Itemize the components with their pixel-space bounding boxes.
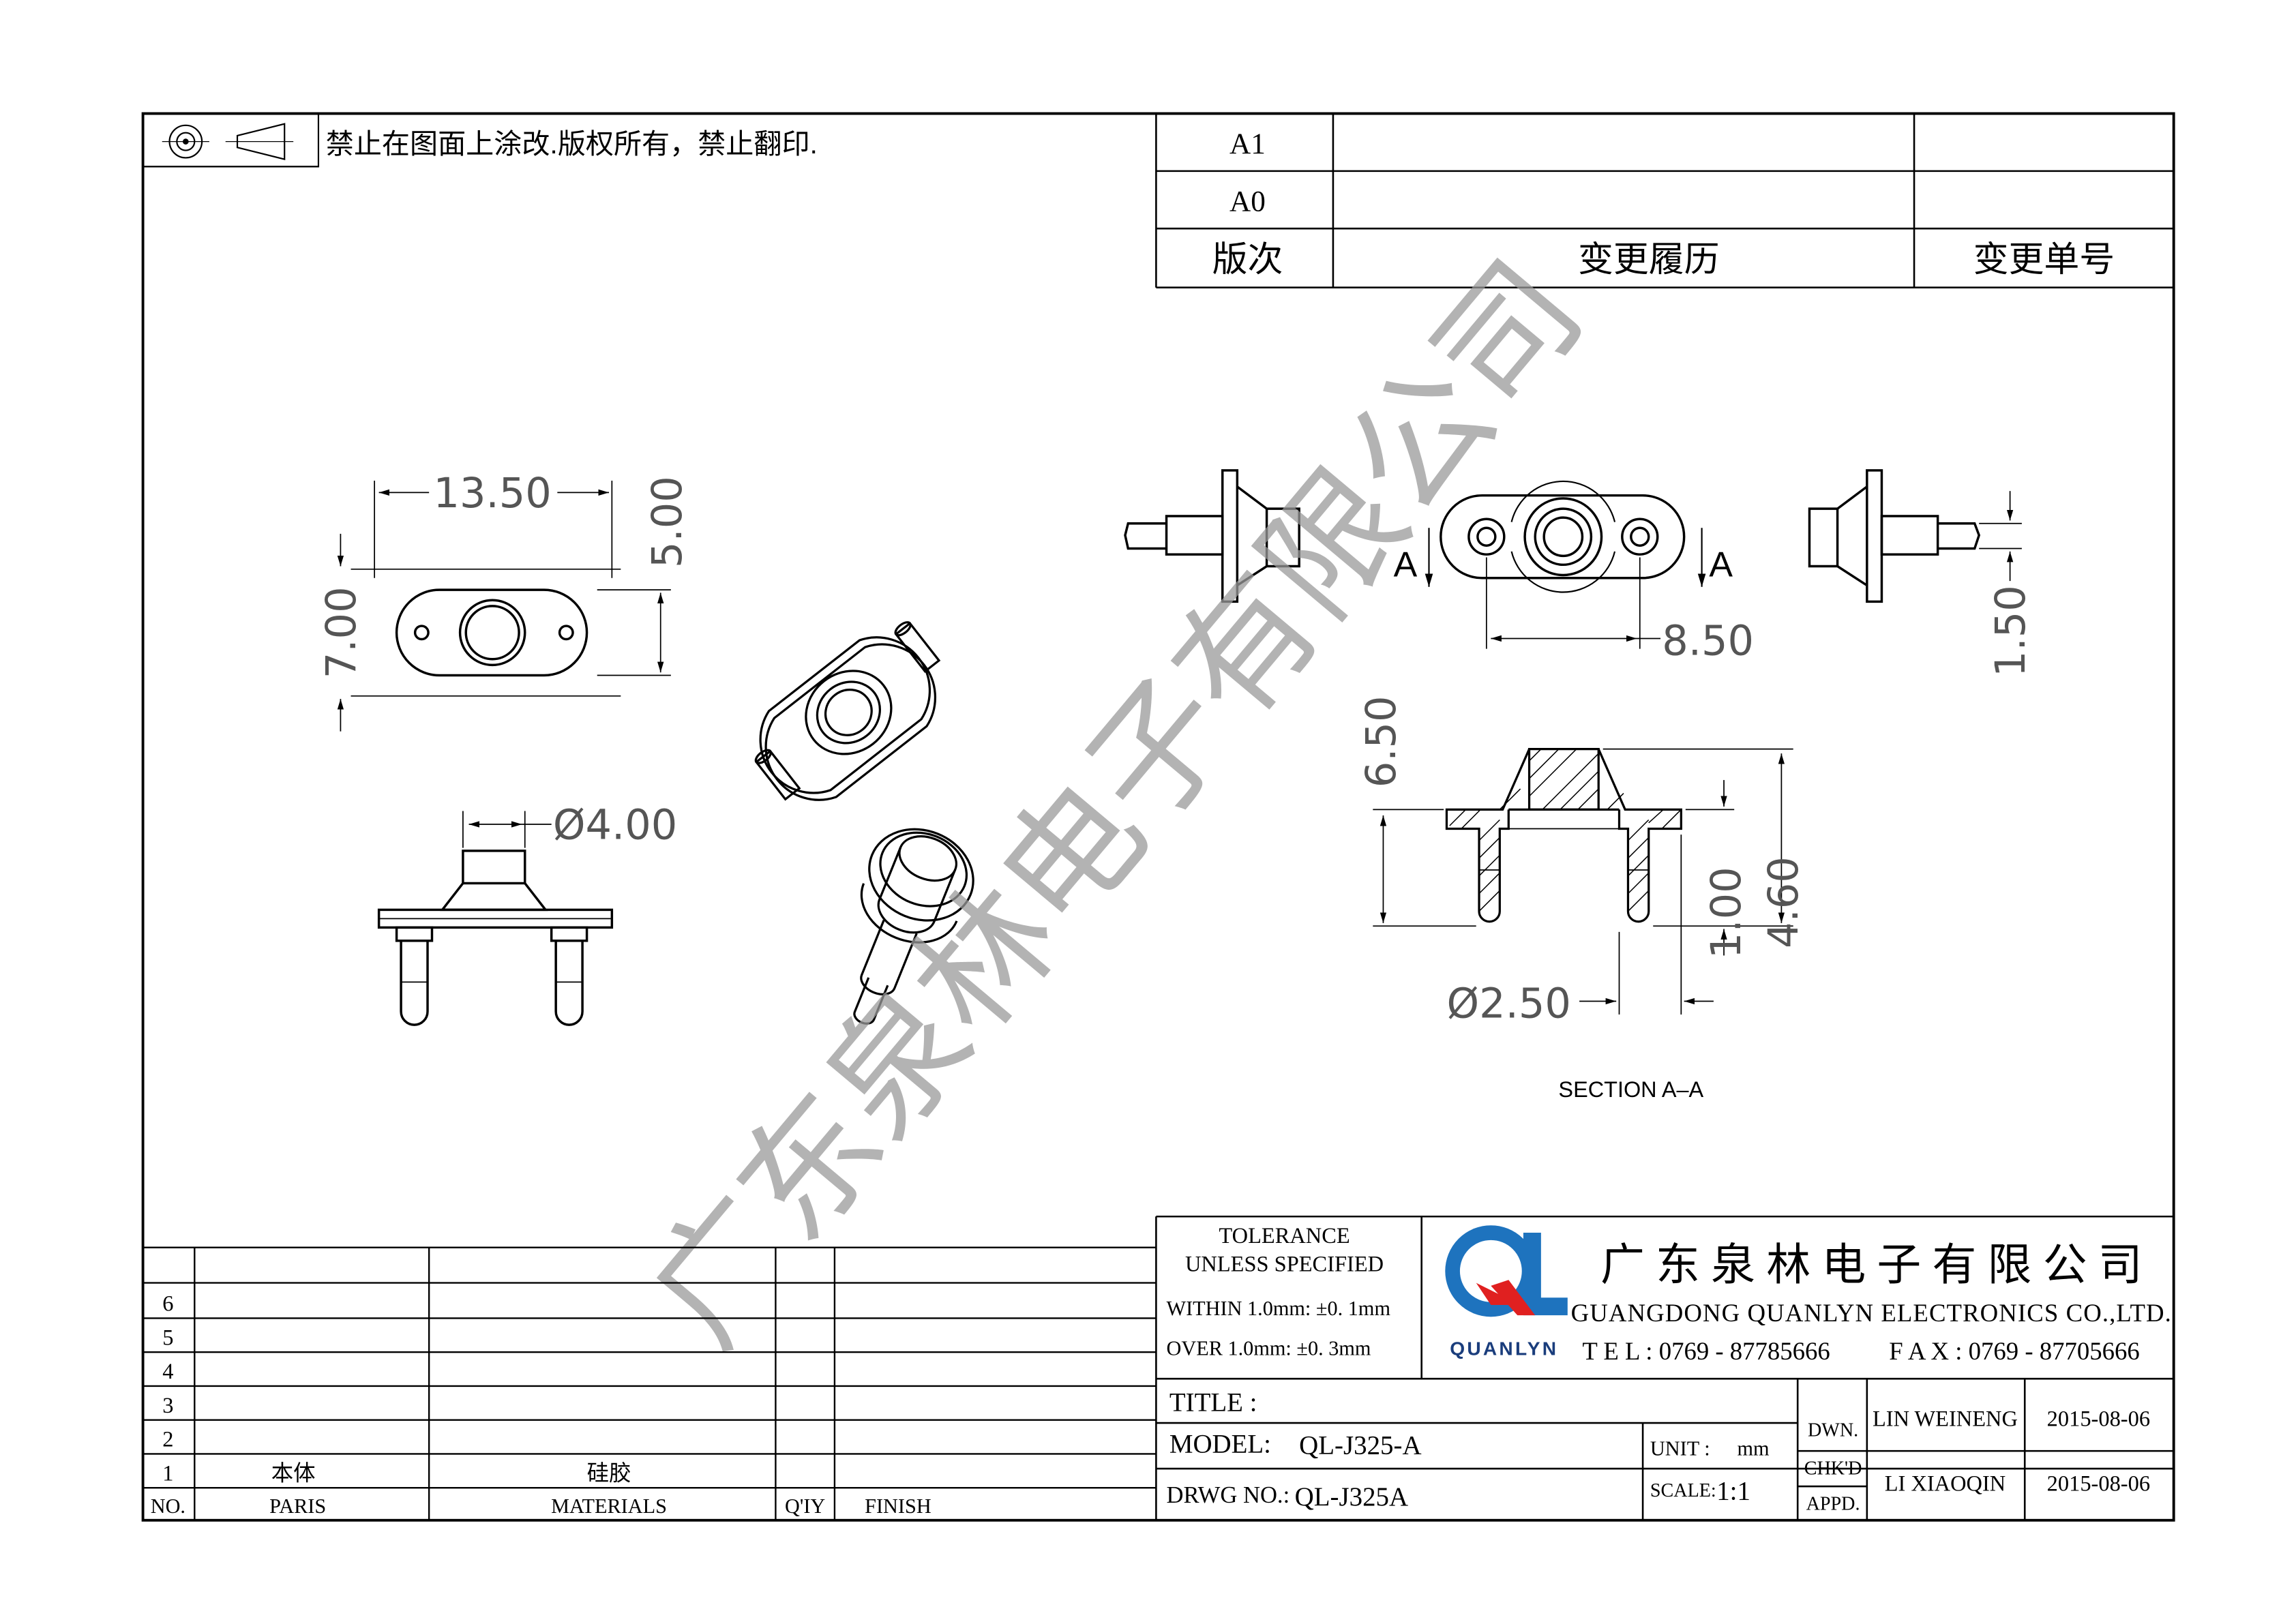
side-view-left-dims (462, 811, 552, 848)
unit-label: UNIT : (1650, 1437, 1710, 1460)
title-label: TITLE : (1169, 1388, 1257, 1417)
dim-dia-2-50: Ø2.50 (1446, 980, 1570, 1027)
dim-1-50: 1.50 (1987, 585, 2035, 677)
drwg-label: DRWG NO.: (1167, 1482, 1290, 1508)
dim-4-60: 4.60 (1760, 856, 1808, 948)
front-view-right (1440, 480, 1686, 593)
tolerance-line-2: OVER 1.0mm: ±0. 3mm (1167, 1337, 1371, 1360)
hdr-material: MATERIALS (551, 1495, 667, 1518)
section-a-a-view (1445, 748, 1682, 923)
row-no-5: 5 (162, 1325, 173, 1350)
right-side-view-right (1808, 469, 1981, 603)
front-view-right-dims (1485, 557, 1661, 649)
section-a-a-dims (1373, 748, 1793, 1015)
rev-header-history: 变更履历 (1578, 241, 1720, 280)
isometric-view-2 (853, 828, 974, 1025)
row-no-1: 1 (162, 1461, 173, 1486)
dim-6-50: 6.50 (1358, 695, 1405, 787)
company-tel: T E L : 0769 - 87785666 (1582, 1337, 1830, 1365)
section-line-marks (1425, 528, 1706, 587)
section-marker-right: A (1709, 545, 1733, 584)
sheet-border (141, 112, 2175, 1522)
hdr-no: NO. (151, 1495, 185, 1518)
dwn-label: DWN. (1808, 1420, 1858, 1441)
row-no-6: 6 (162, 1292, 173, 1317)
right-side-view-left (1124, 469, 1300, 603)
scale-value: 1:1 (1716, 1476, 1750, 1505)
appd-label: APPD. (1806, 1494, 1860, 1515)
hdr-part: PARIS (269, 1495, 326, 1518)
dim-13-50: 13.50 (433, 470, 551, 517)
dim-dia-4-00: Ø4.00 (553, 802, 677, 850)
chk-name: LI XIAOQIN (1885, 1472, 2006, 1497)
company-fax: F A X : 0769 - 87705666 (1889, 1337, 2140, 1365)
top-view-left-dims (337, 481, 671, 732)
scale-label: SCALE: (1650, 1480, 1716, 1501)
right-side-view-dims (1979, 491, 2022, 582)
parts-list-grid (143, 1246, 1157, 1520)
dim-5-00: 5.00 (644, 476, 691, 568)
revision-table (1155, 113, 2174, 289)
model-label: MODEL: (1169, 1429, 1271, 1458)
isometric-view-1 (754, 621, 941, 801)
dim-8-50: 8.50 (1662, 617, 1754, 665)
projection-symbol (142, 112, 320, 168)
rev-a0: A0 (1229, 185, 1266, 217)
drwg-value: QL-J325A (1295, 1482, 1408, 1512)
title-block-grid (1155, 1215, 2174, 1520)
model-value: QL-J325-A (1299, 1430, 1421, 1460)
rev-a1: A1 (1229, 127, 1266, 160)
company-name-cn: 广 东 泉 林 电 子 有 限 公 司 (1600, 1241, 2143, 1290)
dim-1-00: 1.00 (1703, 867, 1750, 959)
rev-header-change-no: 变更单号 (1973, 241, 2115, 280)
notice-text: 禁止在图面上涂改.版权所有，禁止翻印. (326, 128, 818, 160)
unit-value: mm (1738, 1437, 1770, 1460)
section-title: SECTION A–A (1558, 1077, 1703, 1102)
hdr-finish: FINISH (865, 1495, 931, 1518)
quanlyn-logo (1445, 1225, 1568, 1317)
watermark: 广东泉林电子有限公司 (622, 235, 1610, 1372)
dwn-date: 2015-08-06 (2047, 1407, 2150, 1431)
side-view-left (377, 850, 614, 1026)
company-name-en: GUANGDONG QUANLYN ELECTRONICS CO.,LTD. (1571, 1299, 2172, 1327)
chk-date: 2015-08-06 (2047, 1472, 2150, 1497)
tolerance-line-1: WITHIN 1.0mm: ±0. 1mm (1167, 1297, 1391, 1320)
hdr-qty: Q'IY (785, 1495, 825, 1518)
top-view-left (395, 588, 588, 677)
row-no-2: 2 (162, 1428, 173, 1452)
chkd-label: CHK'D (1804, 1458, 1862, 1480)
section-marker-left: A (1394, 545, 1418, 584)
row1-part: 本体 (271, 1460, 316, 1486)
dim-7-00: 7.00 (318, 586, 366, 678)
row-no-4: 4 (162, 1360, 173, 1384)
dwn-name: LIN WEINENG (1873, 1407, 2018, 1431)
logo-wordmark: QUANLYN (1450, 1338, 1558, 1360)
section-hatching (1449, 749, 1682, 912)
row-no-3: 3 (162, 1394, 173, 1418)
row1-material: 硅胶 (587, 1460, 631, 1486)
tolerance-title-2: UNLESS SPECIFIED (1185, 1252, 1384, 1276)
tolerance-title-1: TOLERANCE (1219, 1224, 1350, 1248)
rev-header-ver: 版次 (1212, 241, 1283, 280)
